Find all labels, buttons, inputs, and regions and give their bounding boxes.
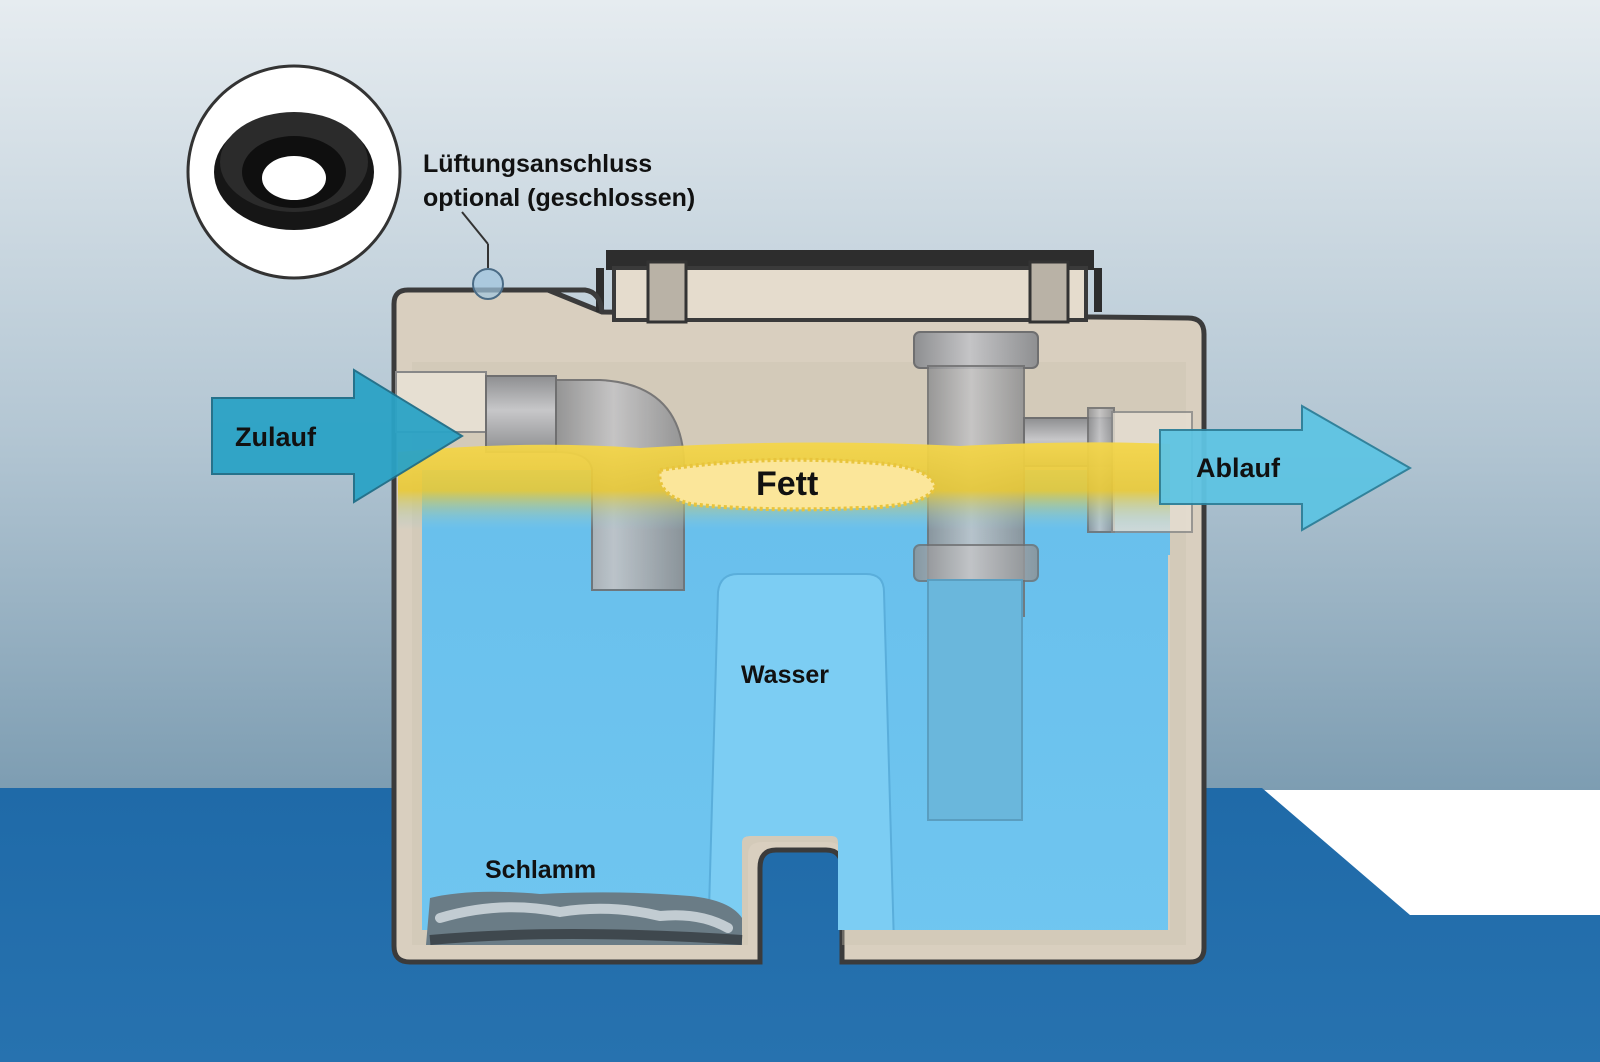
vent-port-marker [472,268,504,300]
vent-connection-title: Lüftungsanschluss [423,150,652,178]
outlet-label: Ablauf [1196,453,1281,483]
grease-label: Fett [756,465,818,503]
sludge-label: Schlamm [485,856,596,884]
water-label: Wasser [741,661,829,689]
inlet-label: Zulauf [235,422,317,452]
outlet-arrow-icon [1159,404,1413,532]
vent-callout [186,64,504,300]
rubber-seal-ring-icon [214,112,374,230]
vent-connection-subtitle: optional (geschlossen) [423,184,695,212]
tank-lid [606,250,1094,270]
sludge-deposit [426,891,743,945]
grease-layer [398,442,1170,530]
inlet-arrow-icon [211,368,464,504]
